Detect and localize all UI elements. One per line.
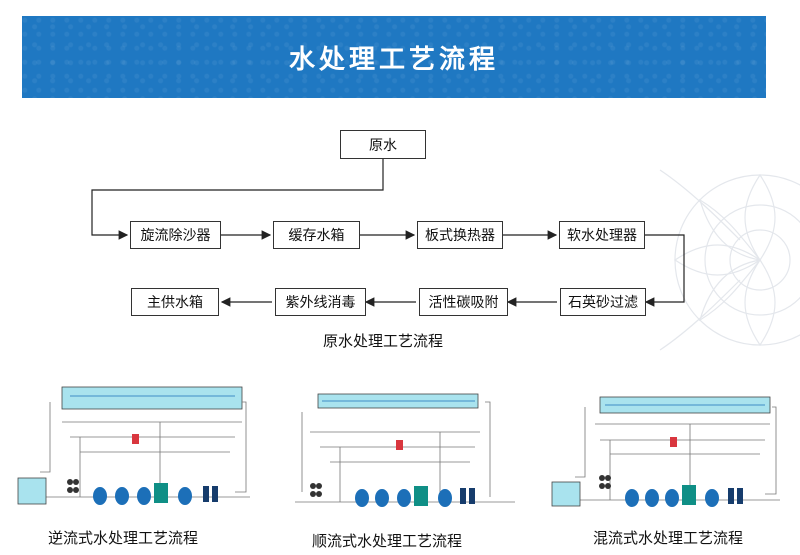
node-activated-carbon: 活性碳吸附 bbox=[419, 288, 508, 316]
node-buffer-tank: 缓存水箱 bbox=[273, 221, 360, 249]
schematic-mixed-flow bbox=[551, 396, 780, 507]
caption-mixed-flow: 混流式水处理工艺流程 bbox=[593, 529, 744, 547]
mandala-decoration bbox=[659, 169, 800, 351]
caption-counterflow: 逆流式水处理工艺流程 bbox=[48, 529, 199, 547]
caption-coflow: 顺流式水处理工艺流程 bbox=[312, 532, 463, 550]
node-raw-water: 原水 bbox=[340, 130, 426, 159]
node-water-softener: 软水处理器 bbox=[559, 221, 645, 249]
node-quartz-sand-filter: 石英砂过滤 bbox=[560, 288, 646, 316]
title-banner: 水处理工艺流程 bbox=[22, 16, 766, 98]
node-plate-heat-exchanger: 板式换热器 bbox=[417, 221, 503, 249]
node-uv-disinfection: 紫外线消毒 bbox=[275, 288, 366, 316]
flow-caption: 原水处理工艺流程 bbox=[323, 332, 444, 350]
schematic-coflow bbox=[295, 393, 515, 507]
node-main-supply-tank: 主供水箱 bbox=[131, 288, 219, 316]
page-title: 水处理工艺流程 bbox=[288, 44, 499, 75]
node-cyclone-desander: 旋流除沙器 bbox=[130, 221, 221, 249]
schematic-counterflow bbox=[17, 386, 250, 505]
